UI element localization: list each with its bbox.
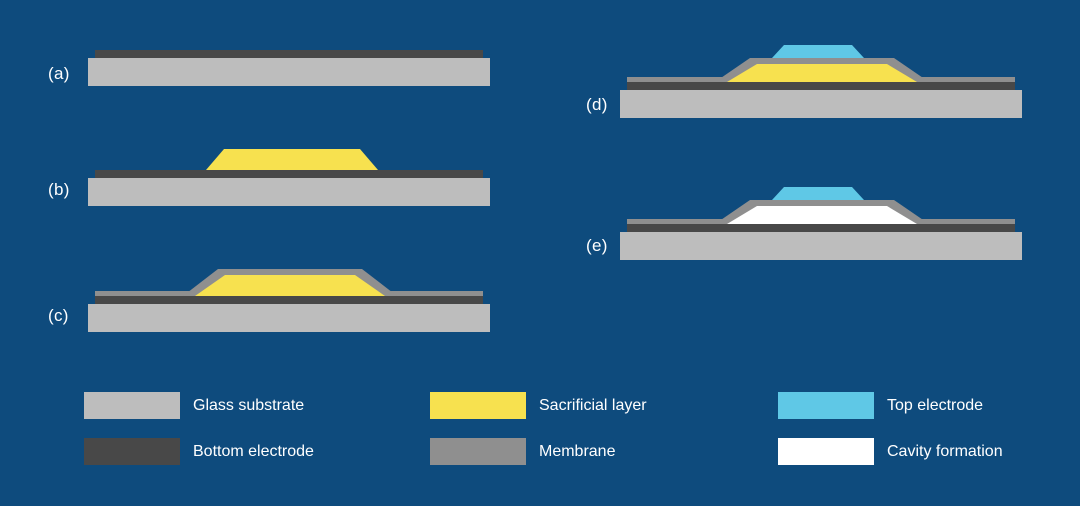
bottom-electrode-layer (95, 50, 483, 58)
cross-section-e (620, 187, 1022, 260)
legend-swatch-membrane (430, 438, 526, 465)
glass-substrate-layer (88, 178, 490, 206)
top-electrode-layer (772, 45, 864, 58)
glass-substrate-layer (620, 90, 1022, 118)
cross-section-c (88, 269, 490, 332)
sacrificial-layer (195, 275, 385, 296)
step-label-a: (a) (48, 64, 70, 83)
sacrificial-layer (206, 149, 378, 170)
legend-swatch-sacrificial-layer (430, 392, 526, 419)
legend-item-cavity-formation: Cavity formation (778, 438, 1003, 465)
legend-item-membrane: Membrane (430, 438, 615, 465)
glass-substrate-layer (88, 58, 490, 86)
legend-item-sacrificial-layer: Sacrificial layer (430, 392, 647, 419)
step-label-b: (b) (48, 180, 70, 199)
cross-section-d (620, 45, 1022, 118)
legend-item-glass-substrate: Glass substrate (84, 392, 304, 419)
legend-label-cavity-formation: Cavity formation (887, 442, 1003, 460)
legend-label-glass-substrate: Glass substrate (193, 396, 305, 414)
legend-swatch-cavity-formation (778, 438, 874, 465)
legend-item-bottom-electrode: Bottom electrode (84, 438, 314, 465)
top-electrode-swatch (778, 392, 874, 419)
glass-substrate-layer (620, 232, 1022, 260)
legend-swatch-top-electrode (778, 392, 874, 419)
legend-label-top-electrode: Top electrode (887, 396, 984, 414)
membrane-swatch (430, 438, 526, 465)
bottom-electrode-layer (627, 224, 1015, 232)
legend-label-membrane: Membrane (539, 442, 616, 460)
cross-section-b (88, 149, 490, 206)
legend-label-sacrificial-layer: Sacrificial layer (539, 396, 647, 414)
cavity-region (727, 206, 917, 224)
glass-substrate-layer (88, 304, 490, 332)
bottom-electrode-swatch (84, 438, 180, 465)
legend-swatch-bottom-electrode (84, 438, 180, 465)
cavity-formation-swatch (778, 438, 874, 465)
legend-swatch-glass-substrate (84, 392, 180, 419)
top-electrode-layer (772, 187, 864, 200)
bottom-electrode-layer (627, 82, 1015, 90)
legend-label-bottom-electrode: Bottom electrode (193, 442, 314, 460)
step-label-e: (e) (586, 236, 608, 255)
glass-substrate-swatch (84, 392, 180, 419)
bottom-electrode-layer (95, 170, 483, 178)
legend-item-top-electrode: Top electrode (778, 392, 983, 419)
step-label-d: (d) (586, 95, 608, 114)
bottom-electrode-layer (95, 296, 483, 304)
sacrificial-layer-swatch (430, 392, 526, 419)
sacrificial-layer (727, 64, 917, 82)
step-label-c: (c) (48, 306, 69, 325)
cross-section-a (88, 50, 490, 86)
